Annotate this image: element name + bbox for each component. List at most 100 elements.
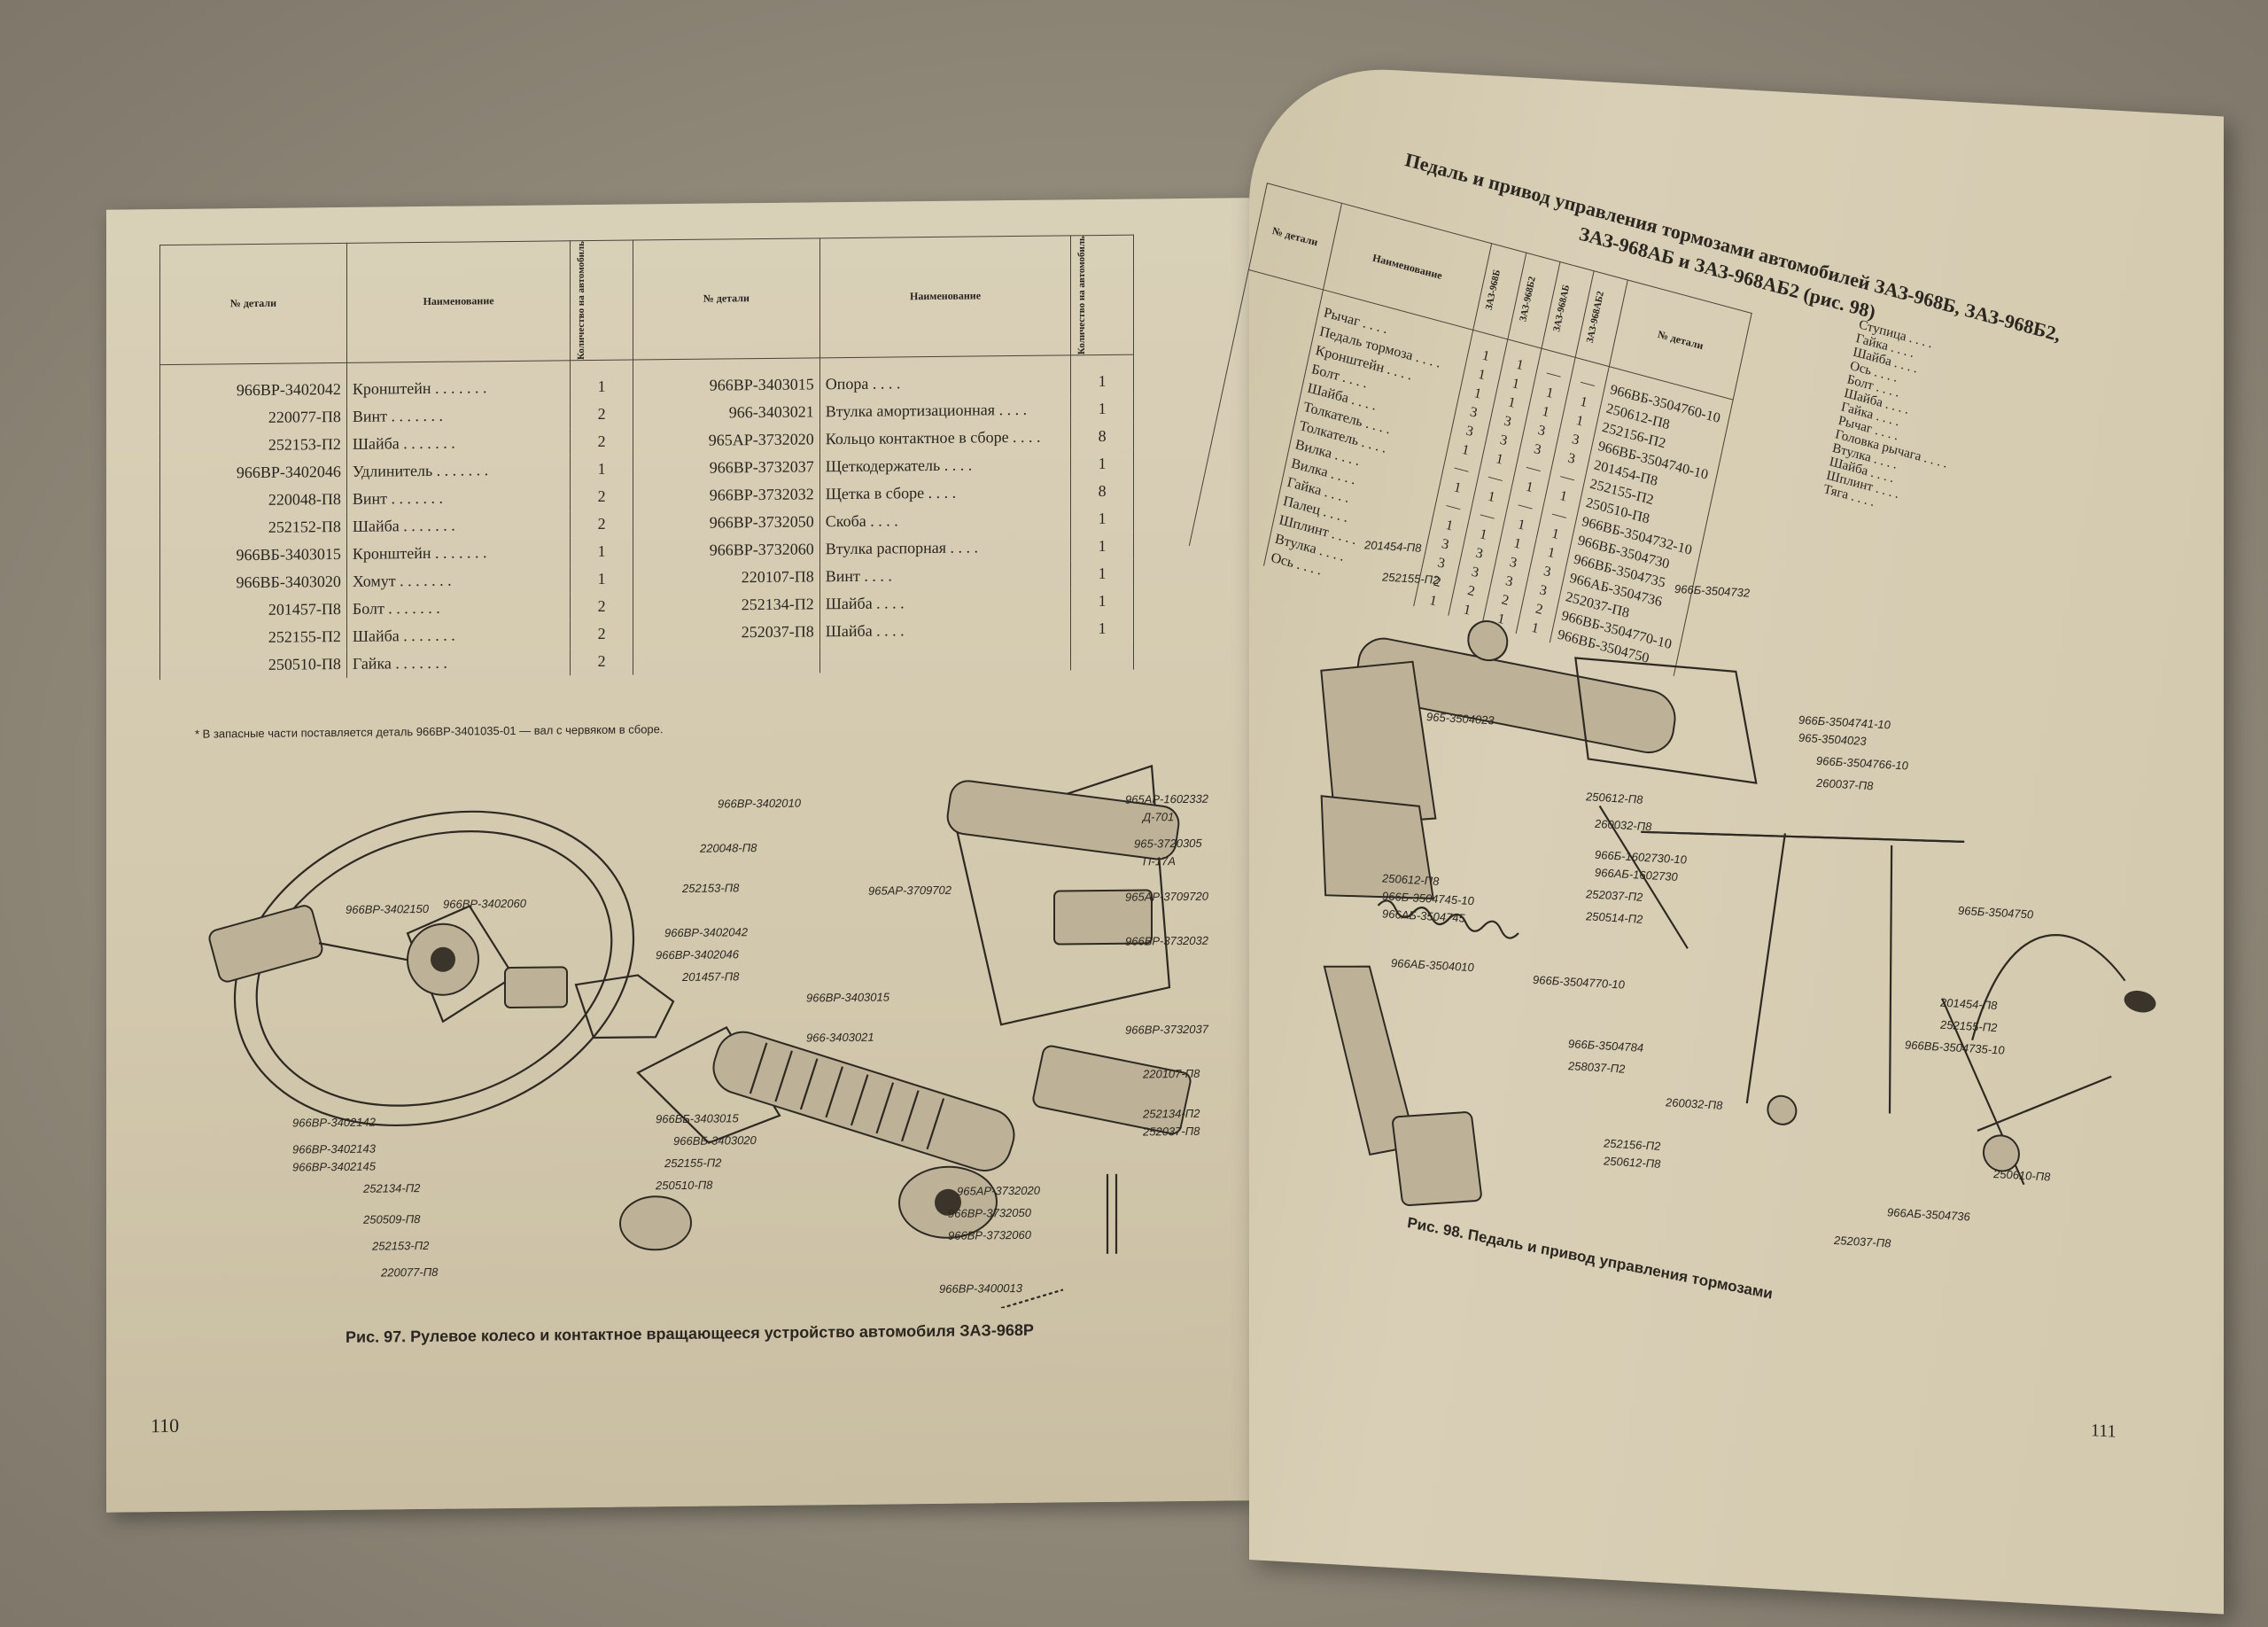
callout: 966-3403021: [806, 1030, 874, 1045]
part-number: 966ВР-3402046: [159, 457, 347, 488]
part-name: Щетка в сборе . . . .: [819, 478, 1071, 509]
figure-97-caption: Рис. 97. Рулевое колесо и контактное вра…: [346, 1320, 1034, 1346]
callout: 220077-П8: [381, 1265, 439, 1280]
part-number: 966ВБ-3403015: [159, 540, 347, 571]
callout: 966ВР-3402042: [664, 925, 748, 940]
page-number-right: 111: [2091, 1421, 2117, 1442]
quantity: 1: [1070, 614, 1134, 643]
callout: 966ВР-3732050: [948, 1205, 1031, 1220]
part-name: Скоба . . . .: [819, 505, 1071, 536]
header-part-no: № детали: [159, 243, 347, 365]
callout: 220107-П8: [1143, 1066, 1200, 1081]
quantity: 1: [1070, 449, 1134, 479]
part-number: 252152-П8: [159, 512, 347, 543]
part-number: 201457-П8: [159, 595, 347, 626]
quantity: 2: [570, 427, 633, 456]
part-number: 252155-П2: [159, 622, 347, 653]
callout: 965АР-3709720: [1125, 889, 1208, 904]
part-number: 966ВР-3732032: [633, 480, 820, 510]
part-number: 252153-П2: [159, 430, 347, 461]
callout: 252134-П2: [363, 1181, 421, 1195]
callout: 220048-П8: [700, 841, 757, 855]
part-name: Шайба . . . .: [819, 615, 1071, 646]
right-page: Педаль и привод управления тормозами авт…: [1189, 62, 2224, 1615]
quantity: 1: [1070, 504, 1134, 533]
part-name: Шайба . . . .: [819, 588, 1071, 619]
callout: 966ВР-3402143: [292, 1141, 376, 1156]
part-number: 250510-П8: [159, 650, 347, 681]
part-number: 252134-П2: [633, 590, 820, 620]
callout: 966ВР-3402010: [718, 796, 801, 811]
part-number: 220107-П8: [633, 563, 820, 593]
callout: 966ВБ-3403015: [656, 1111, 739, 1126]
callout: 966ВР-3400013: [939, 1281, 1022, 1296]
callout: 252037-П8: [1143, 1124, 1200, 1139]
part-name: Втулка распорная . . . .: [819, 533, 1071, 564]
callout: Д-701: [1143, 810, 1175, 824]
part-name: Винт . . . .: [819, 560, 1071, 591]
callout: 252153-П8: [682, 881, 740, 895]
quantity: 1: [570, 359, 633, 401]
part-number: 220048-П8: [159, 485, 347, 516]
callout: 966ВР-3402060: [443, 896, 526, 911]
callout: 252134-П2: [1143, 1106, 1200, 1121]
part-number: [633, 645, 820, 675]
parts-table-left: № детали Наименование Количество на авто…: [159, 235, 1134, 681]
quantity: 1: [1070, 559, 1134, 588]
quantity: 2: [570, 400, 633, 429]
left-page: № детали Наименование Количество на авто…: [106, 198, 1249, 1513]
callout: 966ВР-3402142: [292, 1115, 376, 1130]
part-name: Хомут . . . . . . .: [346, 565, 571, 596]
figure-98-drawing: [1320, 620, 2156, 1207]
part-name: Винт . . . . . . .: [346, 483, 571, 513]
quantity: 1: [1070, 394, 1134, 424]
quantity: 1: [570, 455, 633, 484]
part-name: Винт . . . . . . .: [346, 401, 571, 431]
callout: 966ВБ-3403020: [673, 1133, 757, 1148]
part-name: Удлинитель . . . . . . .: [346, 455, 571, 486]
header-name: Наименование: [346, 240, 571, 363]
quantity: 1: [1070, 354, 1134, 396]
callout: 966ВР-3402150: [346, 901, 429, 916]
quantity: 8: [1070, 477, 1134, 506]
quantity: 2: [570, 619, 633, 649]
part-name: Шайба . . . . . . .: [346, 620, 571, 650]
part-name: [819, 642, 1071, 673]
callout: 966ВР-3732037: [1125, 1022, 1208, 1037]
part-name: Кронштейн . . . . . . .: [346, 538, 571, 568]
header-qty: Количество на автомобиль: [570, 240, 633, 361]
callout: 966ВР-3732060: [948, 1227, 1031, 1242]
quantity: 8: [1070, 422, 1134, 451]
header-qty-2: Количество на автомобиль: [1070, 235, 1134, 355]
callout: 250510-П8: [656, 1178, 713, 1193]
part-number: 965АР-3732020: [633, 425, 820, 455]
header-name-2: Наименование: [819, 235, 1071, 358]
part-number: 966ВР-3732050: [633, 508, 820, 538]
part-number: 966ВР-3732037: [633, 453, 820, 483]
footnote: * В запасные части поставляется деталь 9…: [195, 722, 664, 741]
part-name: Гайка . . . . . . .: [346, 648, 571, 678]
callout: 250509-П8: [363, 1212, 421, 1226]
header-part-no-2: № детали: [633, 237, 820, 360]
callout: 201457-П8: [682, 969, 740, 984]
quantity: 2: [570, 647, 633, 676]
parts-table-right-continued: Ступица . . . .Гайка . . . .Шайба . . . …: [1822, 318, 1972, 526]
quantity: 1: [570, 564, 633, 594]
part-name: Кольцо контактное в сборе . . . .: [819, 423, 1071, 454]
part-name: Щеткодержатель . . . .: [819, 450, 1071, 481]
part-number: 966ВР-3402042: [159, 362, 347, 406]
part-number: 966ВР-3403015: [633, 357, 820, 401]
callout: П-17А: [1143, 854, 1176, 868]
part-name: Болт . . . . . . .: [346, 593, 571, 623]
part-name: Шайба . . . . . . .: [346, 510, 571, 541]
part-name: Опора . . . .: [819, 354, 1071, 399]
part-number: 220077-П8: [159, 402, 347, 433]
part-name: Кронштейн . . . . . . .: [346, 360, 571, 403]
callout: 966ВР-3403015: [806, 990, 889, 1005]
quantity: 2: [570, 592, 633, 621]
part-number: 966-3403021: [633, 398, 820, 428]
callout: 965-3720305: [1134, 836, 1202, 851]
part-number: 966ВБ-3403020: [159, 567, 347, 598]
callout: 966ВР-3402046: [656, 947, 739, 962]
quantity: 1: [1070, 532, 1134, 561]
